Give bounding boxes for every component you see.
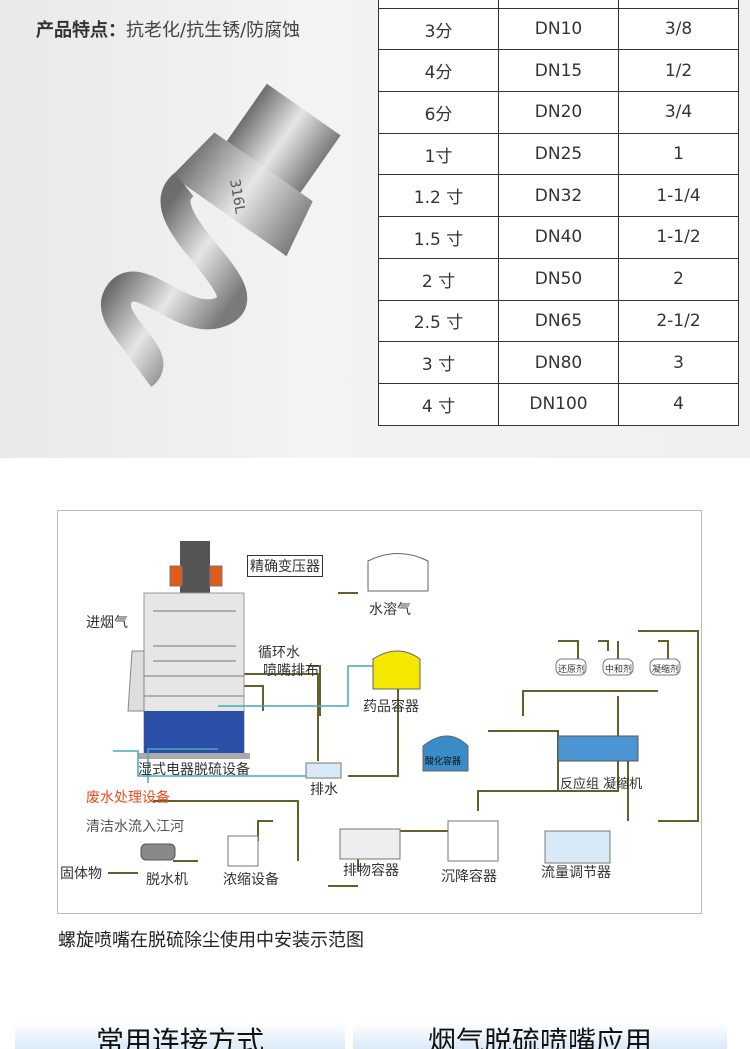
- svg-text:316L: 316L: [226, 178, 248, 215]
- label-flow-regulator: 流量调节器: [541, 865, 611, 881]
- diagram-graphics: [108, 541, 699, 887]
- label-discharge: 排物容器: [343, 863, 399, 879]
- installation-diagram: 精确变压器 水溶气 进烟气 循环水 喷嘴排布 药品容器 还原剂 中和剂 凝缩剂 …: [57, 510, 702, 914]
- label-inlet-smoke: 进烟气: [86, 615, 128, 631]
- label-nozzle-layout: 喷嘴排布: [263, 663, 319, 679]
- label-settling: 沉降容器: [441, 869, 497, 885]
- label-neutralizer: 中和剂: [605, 665, 633, 675]
- table-header-row: [378, 0, 739, 9]
- banner-connection-methods: 常用连接方式: [15, 1022, 345, 1049]
- label-drain: 排水: [310, 782, 338, 798]
- label-clean-water: 清洁水流入江河: [86, 819, 184, 835]
- diagram-caption: 螺旋喷嘴在脱硫除尘使用中安装示范图: [58, 930, 364, 951]
- label-transformer: 精确变压器: [247, 555, 323, 577]
- label-wastewater: 废水处理设备: [86, 790, 170, 806]
- label-coagulant: 凝缩剂: [652, 665, 680, 675]
- product-feature: 产品特点：抗老化/抗生锈/防腐蚀: [36, 20, 301, 41]
- banner-desulfurization-application: 烟气脱硫喷嘴应用: [353, 1022, 727, 1049]
- label-acid-container: 酸化容器: [425, 757, 462, 767]
- label-reducer: 还原剂: [558, 665, 586, 675]
- label-thickener: 浓缩设备: [223, 872, 279, 888]
- spiral-nozzle-image: 316L: [101, 83, 341, 387]
- label-dewater: 脱水机: [146, 872, 188, 888]
- label-wet-esp: 湿式电器脱硫设备: [138, 762, 250, 778]
- label-circulating-water: 循环水: [258, 645, 300, 661]
- label-solids: 固体物: [60, 866, 102, 882]
- label-chem-container: 药品容器: [363, 699, 419, 715]
- label-water-gas: 水溶气: [369, 602, 411, 618]
- label-reactor: 反应组 凝缩机: [560, 777, 643, 792]
